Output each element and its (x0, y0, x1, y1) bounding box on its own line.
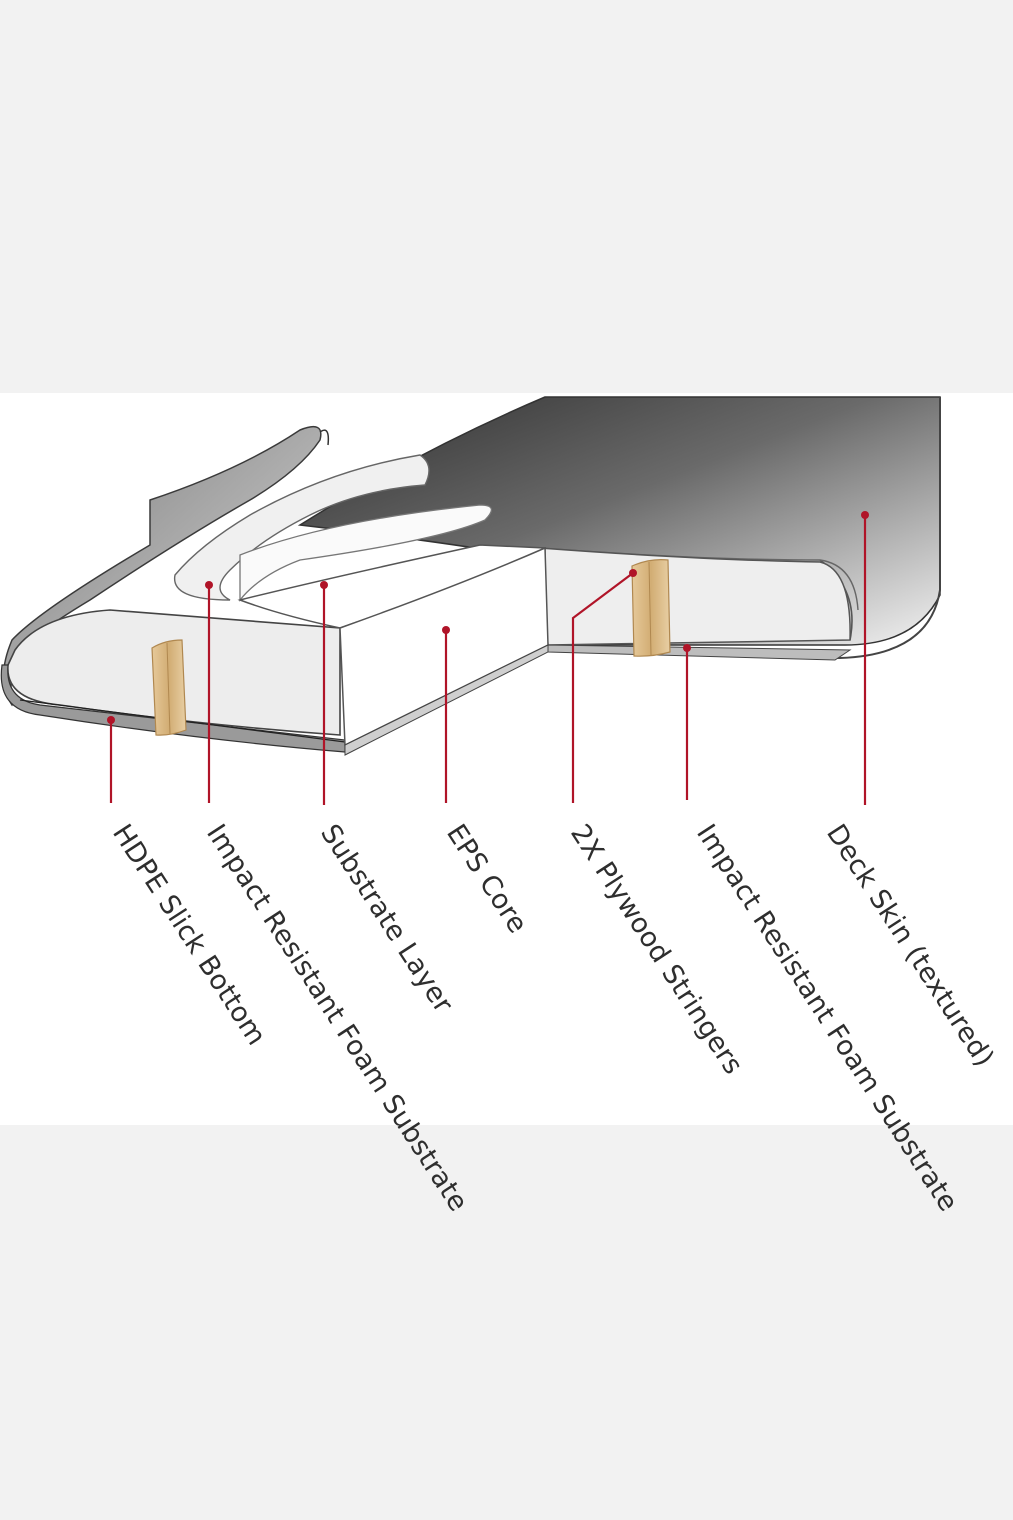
leader-eps (442, 626, 450, 803)
leader-foam2 (683, 644, 691, 800)
leader-stringers (571, 569, 637, 803)
label-eps-core: EPS Core (440, 819, 533, 939)
left-plywood-stringer (151, 639, 187, 736)
peeled-foam-layer (239, 504, 492, 602)
peeled-outer-layer (2, 425, 330, 707)
leader-foam1 (205, 581, 213, 803)
label-impact-resistant-foam-substrate-right: Impact Resistant Foam Substrate (690, 819, 964, 1217)
peeled-substrate-layer (173, 454, 430, 601)
leader-deck (861, 511, 869, 805)
leader-substrate (320, 581, 328, 805)
leader-hdpe (107, 716, 115, 803)
right-plywood-stringer (631, 559, 671, 657)
right-foam-face (539, 547, 852, 661)
